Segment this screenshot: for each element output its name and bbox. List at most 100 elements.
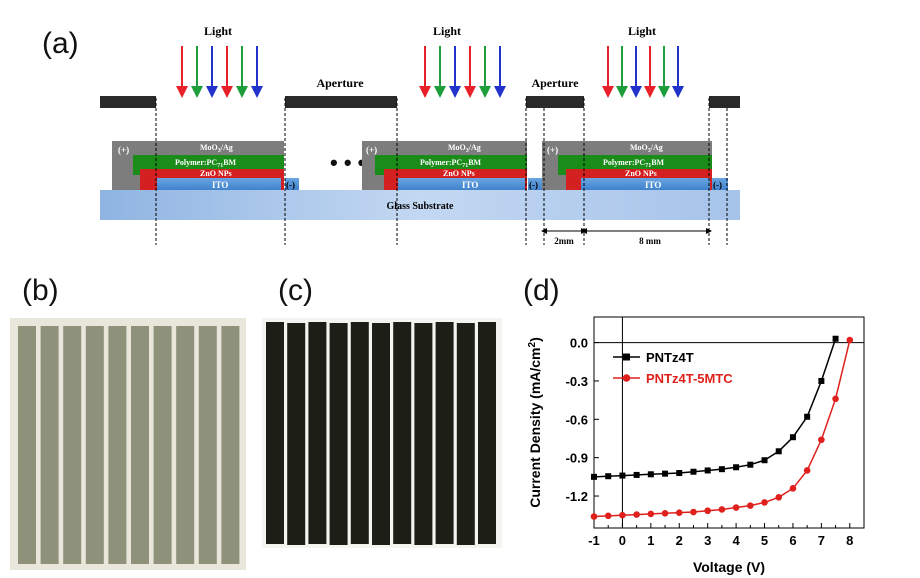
data-point-0 xyxy=(633,471,640,478)
data-point-1 xyxy=(803,467,811,474)
photo-c-stripe xyxy=(308,322,327,544)
panel-label-c: (c) xyxy=(278,274,313,307)
data-point-0 xyxy=(733,464,740,471)
data-point-1 xyxy=(661,509,669,517)
photo-c-stripe xyxy=(372,323,390,545)
ellipsis: • • • xyxy=(330,150,365,175)
data-point-0 xyxy=(690,468,697,475)
photo-b-stripe xyxy=(221,326,240,564)
aperture-mask-3 xyxy=(526,96,584,108)
light-label-3: Light xyxy=(628,24,656,38)
data-point-1 xyxy=(675,509,683,516)
x-tick-label: -1 xyxy=(588,533,600,548)
data-point-1 xyxy=(718,506,726,513)
data-point-0 xyxy=(662,470,669,477)
photo-b-stripe xyxy=(108,326,127,564)
legend-marker-0 xyxy=(623,353,630,361)
polymer-label: Polymer:PC71BM xyxy=(420,158,482,169)
dim-cell-label: 8 mm xyxy=(639,236,661,246)
aperture-label-1: Aperture xyxy=(316,76,364,90)
minus-terminal: (-) xyxy=(286,180,295,190)
y-tick-label: -1.2 xyxy=(566,489,588,504)
x-tick-label: 0 xyxy=(619,533,626,548)
aperture-label-2: Aperture xyxy=(531,76,579,90)
light-arrows-2 xyxy=(419,46,506,98)
x-axis-label: Voltage (V) xyxy=(693,559,765,575)
photo-c-stripe xyxy=(329,323,348,545)
data-point-0 xyxy=(591,473,597,480)
photo-b-stripe xyxy=(18,326,36,564)
ito-label: ITO xyxy=(212,180,228,190)
y-tick-label: -0.9 xyxy=(566,451,588,466)
data-point-1 xyxy=(619,511,626,519)
photo-b xyxy=(10,318,246,570)
aperture-mask-2 xyxy=(285,96,397,108)
y-axis-label: Current Density (mA/cm2) xyxy=(527,337,543,508)
data-point-1 xyxy=(818,436,825,444)
photo-c-stripe xyxy=(350,322,369,544)
photo-b-stripe xyxy=(40,326,59,564)
ito-label: ITO xyxy=(645,180,661,190)
data-point-0 xyxy=(761,457,768,464)
light-label-1: Light xyxy=(204,24,232,38)
minus-terminal: (-) xyxy=(529,180,538,190)
legend-label-0: PNTz4T xyxy=(646,350,694,365)
x-tick-label: 3 xyxy=(704,533,711,548)
data-point-0 xyxy=(775,448,782,455)
data-point-1 xyxy=(761,499,768,506)
ito-layer xyxy=(581,178,710,190)
plus-terminal: (+) xyxy=(118,145,129,155)
photo-c-stripe xyxy=(435,322,454,544)
photo-c-stripe xyxy=(393,322,412,544)
data-point-1 xyxy=(747,502,754,509)
aperture-mask-1 xyxy=(100,96,156,108)
legend: PNTz4T PNTz4T-5MTC xyxy=(613,350,733,386)
legend-label-1: PNTz4T-5MTC xyxy=(646,371,733,386)
series-layer xyxy=(590,335,854,520)
data-point-0 xyxy=(676,470,683,477)
data-point-0 xyxy=(619,472,626,479)
series-line-1 xyxy=(593,339,851,518)
data-point-1 xyxy=(633,511,640,518)
data-point-1 xyxy=(590,513,598,520)
data-point-1 xyxy=(775,494,783,501)
zno-label: ZnO NPs xyxy=(200,169,232,178)
zno-label: ZnO NPs xyxy=(443,169,475,178)
data-point-0 xyxy=(747,461,754,468)
data-point-0 xyxy=(818,377,825,384)
photo-b-stripes xyxy=(18,326,240,564)
cell-1: MoO3/Ag Polymer:PC71BM ZnO NPs ITO (+) (… xyxy=(112,141,299,190)
data-point-1 xyxy=(789,485,797,492)
series-line-0 xyxy=(593,338,837,478)
substrate-label: Glass Substrate xyxy=(387,201,455,212)
polymer-label: Polymer:PC71BM xyxy=(175,158,237,169)
aperture-mask-4 xyxy=(709,96,740,108)
data-point-0 xyxy=(832,335,839,342)
ito-layer xyxy=(398,178,525,190)
panel-label-d: (d) xyxy=(523,274,560,307)
photo-c xyxy=(262,318,502,548)
y-tick-label: -0.6 xyxy=(566,412,588,427)
x-tick-label: 2 xyxy=(676,533,683,548)
ito-layer xyxy=(157,178,281,190)
photo-c-stripe xyxy=(456,323,475,545)
data-point-0 xyxy=(605,473,612,480)
x-tick-label: 1 xyxy=(647,533,654,548)
light-arrows-1 xyxy=(176,46,263,98)
y-tick-label: 0.0 xyxy=(570,336,588,351)
photo-b-stripe xyxy=(198,326,217,564)
x-tick-label: 4 xyxy=(732,533,740,548)
data-point-1 xyxy=(690,508,697,516)
y-tick-label: -0.3 xyxy=(566,374,588,389)
data-point-0 xyxy=(647,471,654,478)
data-point-1 xyxy=(732,504,740,511)
zno-label: ZnO NPs xyxy=(625,169,657,178)
data-point-1 xyxy=(604,512,612,520)
photo-c-stripe xyxy=(414,323,433,545)
data-point-1 xyxy=(704,507,711,515)
data-point-0 xyxy=(718,466,725,473)
panel-label-a: (a) xyxy=(42,27,79,60)
light-arrows-3 xyxy=(602,46,684,98)
